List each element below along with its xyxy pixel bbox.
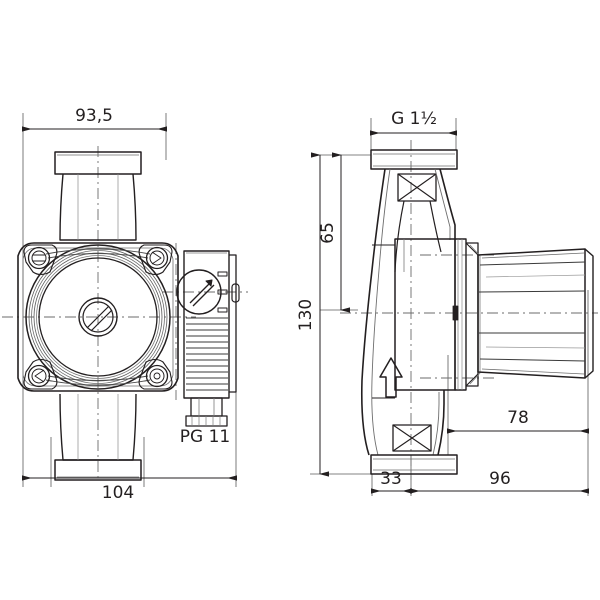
cable-gland-pg11 bbox=[185, 397, 228, 427]
dimension-label-93-5: 93,5 bbox=[75, 106, 113, 126]
dimension-label-104: 104 bbox=[102, 483, 134, 503]
dimension-96: 96 bbox=[410, 469, 589, 494]
dimension-33: 33 bbox=[371, 469, 412, 494]
front-view-dimensions: 93,5 104 PG 11 bbox=[22, 106, 237, 503]
dimension-label-33: 33 bbox=[380, 469, 402, 489]
speed-selector-knob[interactable] bbox=[176, 269, 222, 315]
corner-bolt-bosses bbox=[23, 244, 173, 390]
dimension-label-78: 78 bbox=[507, 408, 529, 428]
terminal-box-cooling-ribs bbox=[186, 317, 228, 391]
flow-direction-arrow bbox=[379, 357, 403, 398]
bolt-head-bottom-left bbox=[27, 364, 51, 388]
dimension-label-g-1-half: G 1½ bbox=[391, 109, 437, 129]
lower-thread-section-symbol bbox=[392, 424, 432, 452]
motor-end-cap bbox=[584, 248, 594, 379]
motor-flange-rings bbox=[25, 244, 171, 390]
selector-detents bbox=[217, 271, 228, 313]
front-view bbox=[2, 113, 248, 487]
dimension-104: 104 bbox=[22, 475, 237, 503]
terminal-box-front bbox=[176, 250, 240, 427]
center-slotted-screw bbox=[78, 297, 118, 337]
upper-thread-section-symbol bbox=[397, 173, 437, 202]
dimension-93-5: 93,5 bbox=[22, 106, 167, 132]
pump-volute-body bbox=[360, 168, 456, 456]
bolt-head-top-left bbox=[27, 246, 51, 270]
dimension-78: 78 bbox=[447, 408, 589, 434]
lower-flange-side bbox=[370, 454, 458, 475]
dimension-130: 130 bbox=[296, 152, 329, 477]
dimension-label-130: 130 bbox=[296, 299, 316, 331]
terminal-box-latch[interactable] bbox=[231, 283, 240, 303]
front-view-centerlines bbox=[2, 146, 248, 478]
motor-cooling-fins bbox=[478, 261, 586, 362]
dimension-label-65: 65 bbox=[318, 222, 338, 244]
corner-bolt-heads bbox=[27, 246, 169, 388]
bolt-head-top-right bbox=[145, 246, 169, 270]
side-view-dimensions: G 1½ 65 130 78 33 96 bbox=[296, 109, 589, 494]
annotation-label-pg11: PG 11 bbox=[180, 427, 230, 447]
dimension-label-96: 96 bbox=[489, 469, 511, 489]
upper-pipe-connection bbox=[54, 151, 142, 241]
upper-flange-side bbox=[370, 149, 458, 170]
dimension-g-1-half: G 1½ bbox=[370, 109, 457, 136]
bolt-head-bottom-right bbox=[145, 364, 169, 388]
side-view bbox=[310, 118, 598, 496]
